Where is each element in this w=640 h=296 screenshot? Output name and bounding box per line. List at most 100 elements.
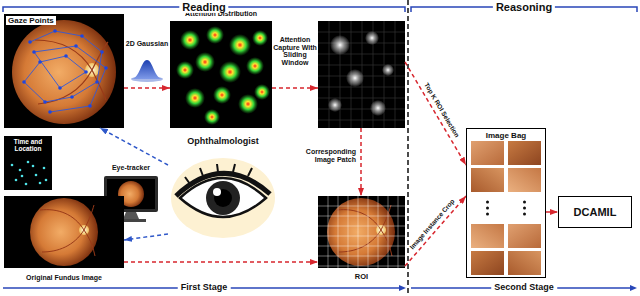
sliding-window-map-part-part (365, 31, 379, 45)
node-text: DCAMIL (574, 206, 617, 219)
attention-map (170, 21, 272, 128)
image-bag-box: Image Bag (466, 128, 546, 278)
edge-label: 2D Gaussian (125, 40, 169, 48)
time-location-map-part-part (35, 174, 38, 177)
gaze-image-part-part (100, 50, 104, 54)
attention-map-part-part (206, 26, 224, 44)
image-bag-patches-part (508, 168, 541, 192)
sliding-window-image (318, 21, 405, 128)
gaze-image-part (22, 29, 108, 114)
time-location-map-part (4, 136, 52, 190)
image-bag-patches-part-part (523, 213, 526, 216)
image-bag-patches-part (471, 224, 504, 248)
attention-map-part-part (176, 61, 194, 79)
eye-icon (171, 158, 275, 238)
gaze-image-part-part (104, 66, 108, 70)
image-bag-patches-part-part (523, 207, 526, 210)
dcamil-box: DCAMIL (558, 196, 632, 228)
connector (272, 87, 318, 89)
gaze-image-part-part (95, 80, 99, 84)
image-bag-patches-part (508, 141, 541, 165)
stage-arrow-part (630, 285, 637, 291)
attention-map-part-part (185, 88, 205, 108)
connector (100, 128, 168, 165)
gaze-image-part-part (38, 60, 42, 64)
attention-map-part-part (219, 61, 241, 83)
gaze-image-part-part (53, 29, 57, 33)
gaze-image-part-part (32, 50, 36, 54)
time-location-map-part-part (27, 161, 30, 164)
attention-map-part-part (252, 30, 268, 46)
fundus-photo-part (4, 196, 124, 268)
time-location-map-part-part (15, 179, 18, 182)
roi-photo-part (318, 196, 405, 268)
monitor-icon-part (123, 212, 139, 219)
connector (405, 62, 466, 165)
attention-map-part-part (213, 86, 231, 104)
connector (405, 196, 466, 266)
image-bag-patches-part-part (486, 201, 489, 204)
time-location-map-part-part (39, 182, 42, 185)
gaze-image-part-part (28, 40, 32, 44)
gaussian-icon-part (131, 60, 163, 79)
attention-map-part-part (195, 52, 215, 72)
ophthalmologist-eye: Ophthalmologist (168, 136, 278, 244)
time-location-map-part-part (43, 167, 46, 170)
attention-map-part-part (180, 30, 200, 50)
node-text: ROI (355, 273, 368, 282)
eye-icon-part (214, 189, 232, 207)
fundus-image: Original Fundus Image (4, 196, 124, 282)
gaze-image-part-part (74, 44, 78, 48)
roi-photo-part (318, 196, 405, 268)
section-title: Reasoning (493, 1, 555, 13)
edge-label: Attention Capture With Sliding Window (273, 36, 317, 67)
gaze-image-part (4, 14, 124, 128)
time-location-map-part-part (11, 164, 14, 167)
node-text: Gaze Points (6, 16, 56, 25)
attention-map-part-part (238, 94, 258, 114)
stage-separator-part (407, 0, 409, 296)
image-bag-patches-part (471, 251, 504, 275)
edge-label: Top K ROI Selection (422, 81, 461, 140)
sliding-window-map (318, 21, 405, 128)
gaze-image-part-part (88, 104, 92, 108)
fundus-photo-part (40, 205, 95, 256)
sliding-window-map-part-part (382, 64, 394, 76)
image-bag-patches-part-part (523, 201, 526, 204)
connector (360, 128, 362, 196)
attention-map-image: Attention Distribution (170, 10, 272, 128)
gaze-image-part-part (84, 70, 88, 74)
time-location-map-part-part (25, 183, 28, 186)
fundus-photo (4, 196, 124, 268)
attention-map-part (176, 26, 270, 125)
time-location-map-part (11, 161, 48, 186)
gaze-image-part (12, 20, 116, 124)
eye-icon-part (213, 188, 221, 196)
image-bag-patches-part (486, 201, 526, 216)
roi-photo-part (337, 205, 392, 256)
gaze-image-part-part (58, 86, 62, 90)
eye-tracker-monitor: Eye-tracker (100, 164, 162, 224)
image-bag-patches (466, 128, 546, 278)
eye-icon-part (185, 164, 252, 184)
connector (546, 211, 558, 213)
time-location-box: Time and Location (4, 136, 52, 190)
connector (124, 87, 170, 89)
sliding-window-map-part (328, 31, 394, 116)
attention-map-part-part (204, 109, 220, 125)
image-bag-patches-part (508, 251, 541, 275)
image-bag-patches-part-part (486, 213, 489, 216)
gaussian-icon (131, 60, 163, 82)
edge-label: Corresponding Image Patch (294, 148, 356, 163)
section-title: Reading (179, 1, 228, 13)
attention-map-part (170, 21, 272, 128)
gaze-image-part (24, 31, 106, 112)
connector (124, 261, 318, 263)
eye-icon-part (206, 181, 240, 215)
connector (124, 234, 168, 240)
attention-map-part-part (229, 34, 251, 56)
stage-separator (408, 0, 409, 296)
fundus-photo-part (30, 198, 98, 266)
sliding-window-map-part-part (370, 100, 386, 116)
